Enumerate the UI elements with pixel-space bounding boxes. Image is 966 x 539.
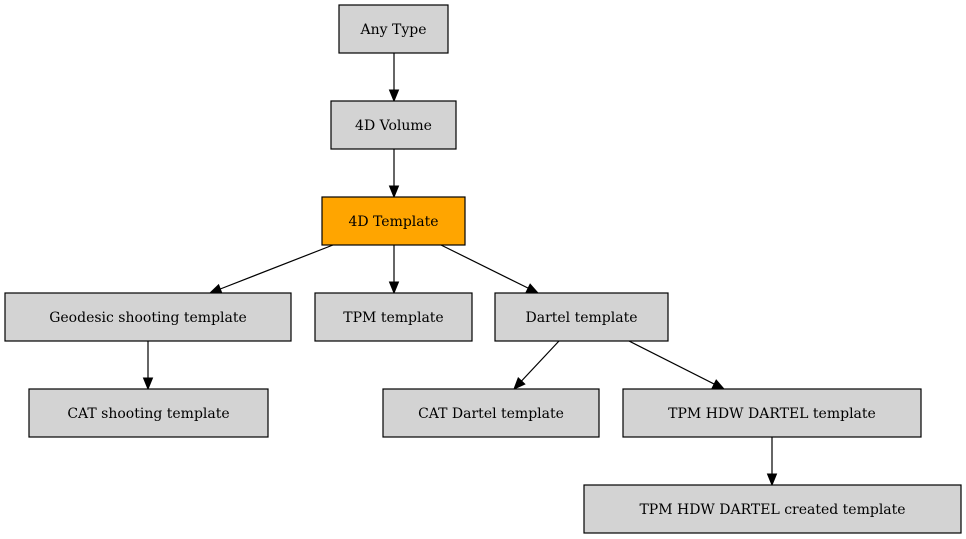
- arrowhead-icon: [711, 379, 726, 390]
- node-cat-dartel-template[interactable]: CAT Dartel template: [382, 388, 600, 438]
- arrowhead-icon: [142, 377, 154, 391]
- edge-dartel_template-to-cat_dartel_template: [513, 340, 560, 390]
- node-label: 4D Template: [348, 214, 438, 230]
- edge-line: [521, 340, 560, 382]
- node-label: CAT Dartel template: [418, 406, 564, 422]
- node-4d-template[interactable]: 4D Template: [321, 196, 466, 246]
- arrowhead-icon: [388, 185, 400, 199]
- edge-4d_template-to-tpm_template: [388, 245, 400, 295]
- node-box[interactable]: [494, 292, 669, 342]
- node-box[interactable]: [28, 388, 269, 438]
- node-box[interactable]: [321, 196, 466, 246]
- node-box[interactable]: [4, 292, 292, 342]
- node-label: CAT shooting template: [67, 406, 229, 422]
- node-tpm-hdw-dartel-created-template[interactable]: TPM HDW DARTEL created template: [583, 484, 962, 534]
- edge-geodesic_shooting_template-to-cat_shooting_template: [142, 341, 154, 391]
- node-label: TPM template: [343, 310, 443, 326]
- node-cat-shooting-template[interactable]: CAT shooting template: [28, 388, 269, 438]
- node-label: Any Type: [360, 22, 427, 38]
- edge-line: [628, 340, 715, 385]
- arrowhead-icon: [388, 89, 400, 103]
- node-label: 4D Volume: [355, 118, 432, 134]
- edge-dartel_template-to-tpm_hdw_dartel_template: [628, 340, 726, 390]
- arrowhead-icon: [208, 283, 223, 294]
- node-tpm-hdw-dartel-template[interactable]: TPM HDW DARTEL template: [622, 388, 922, 438]
- arrowhead-icon: [525, 283, 540, 294]
- node-label: TPM HDW DARTEL created template: [639, 502, 905, 518]
- edges-layer: [142, 53, 778, 487]
- node-box[interactable]: [583, 484, 962, 534]
- node-label: TPM HDW DARTEL template: [668, 406, 876, 422]
- node-tpm-template[interactable]: TPM template: [314, 292, 473, 342]
- node-label: Geodesic shooting template: [49, 310, 247, 326]
- node-dartel-template[interactable]: Dartel template: [494, 292, 669, 342]
- edge-tpm_hdw_dartel_template-to-tpm_hdw_dartel_created_template: [766, 437, 778, 487]
- edge-4d_volume-to-4d_template: [388, 149, 400, 199]
- edge-4d_template-to-dartel_template: [440, 244, 540, 294]
- arrowhead-icon: [513, 377, 526, 390]
- edge-line: [220, 244, 334, 290]
- arrowhead-icon: [388, 281, 400, 295]
- node-box[interactable]: [314, 292, 473, 342]
- node-box[interactable]: [622, 388, 922, 438]
- node-box[interactable]: [330, 100, 457, 150]
- edge-any_type-to-4d_volume: [388, 53, 400, 103]
- node-any-type[interactable]: Any Type: [338, 4, 449, 54]
- node-box[interactable]: [338, 4, 449, 54]
- arrowhead-icon: [766, 473, 778, 487]
- node-geodesic-shooting-template[interactable]: Geodesic shooting template: [4, 292, 292, 342]
- edge-line: [440, 244, 529, 289]
- node-4d-volume[interactable]: 4D Volume: [330, 100, 457, 150]
- edge-4d_template-to-geodesic_shooting_template: [208, 244, 334, 294]
- node-box[interactable]: [382, 388, 600, 438]
- node-label: Dartel template: [526, 310, 638, 326]
